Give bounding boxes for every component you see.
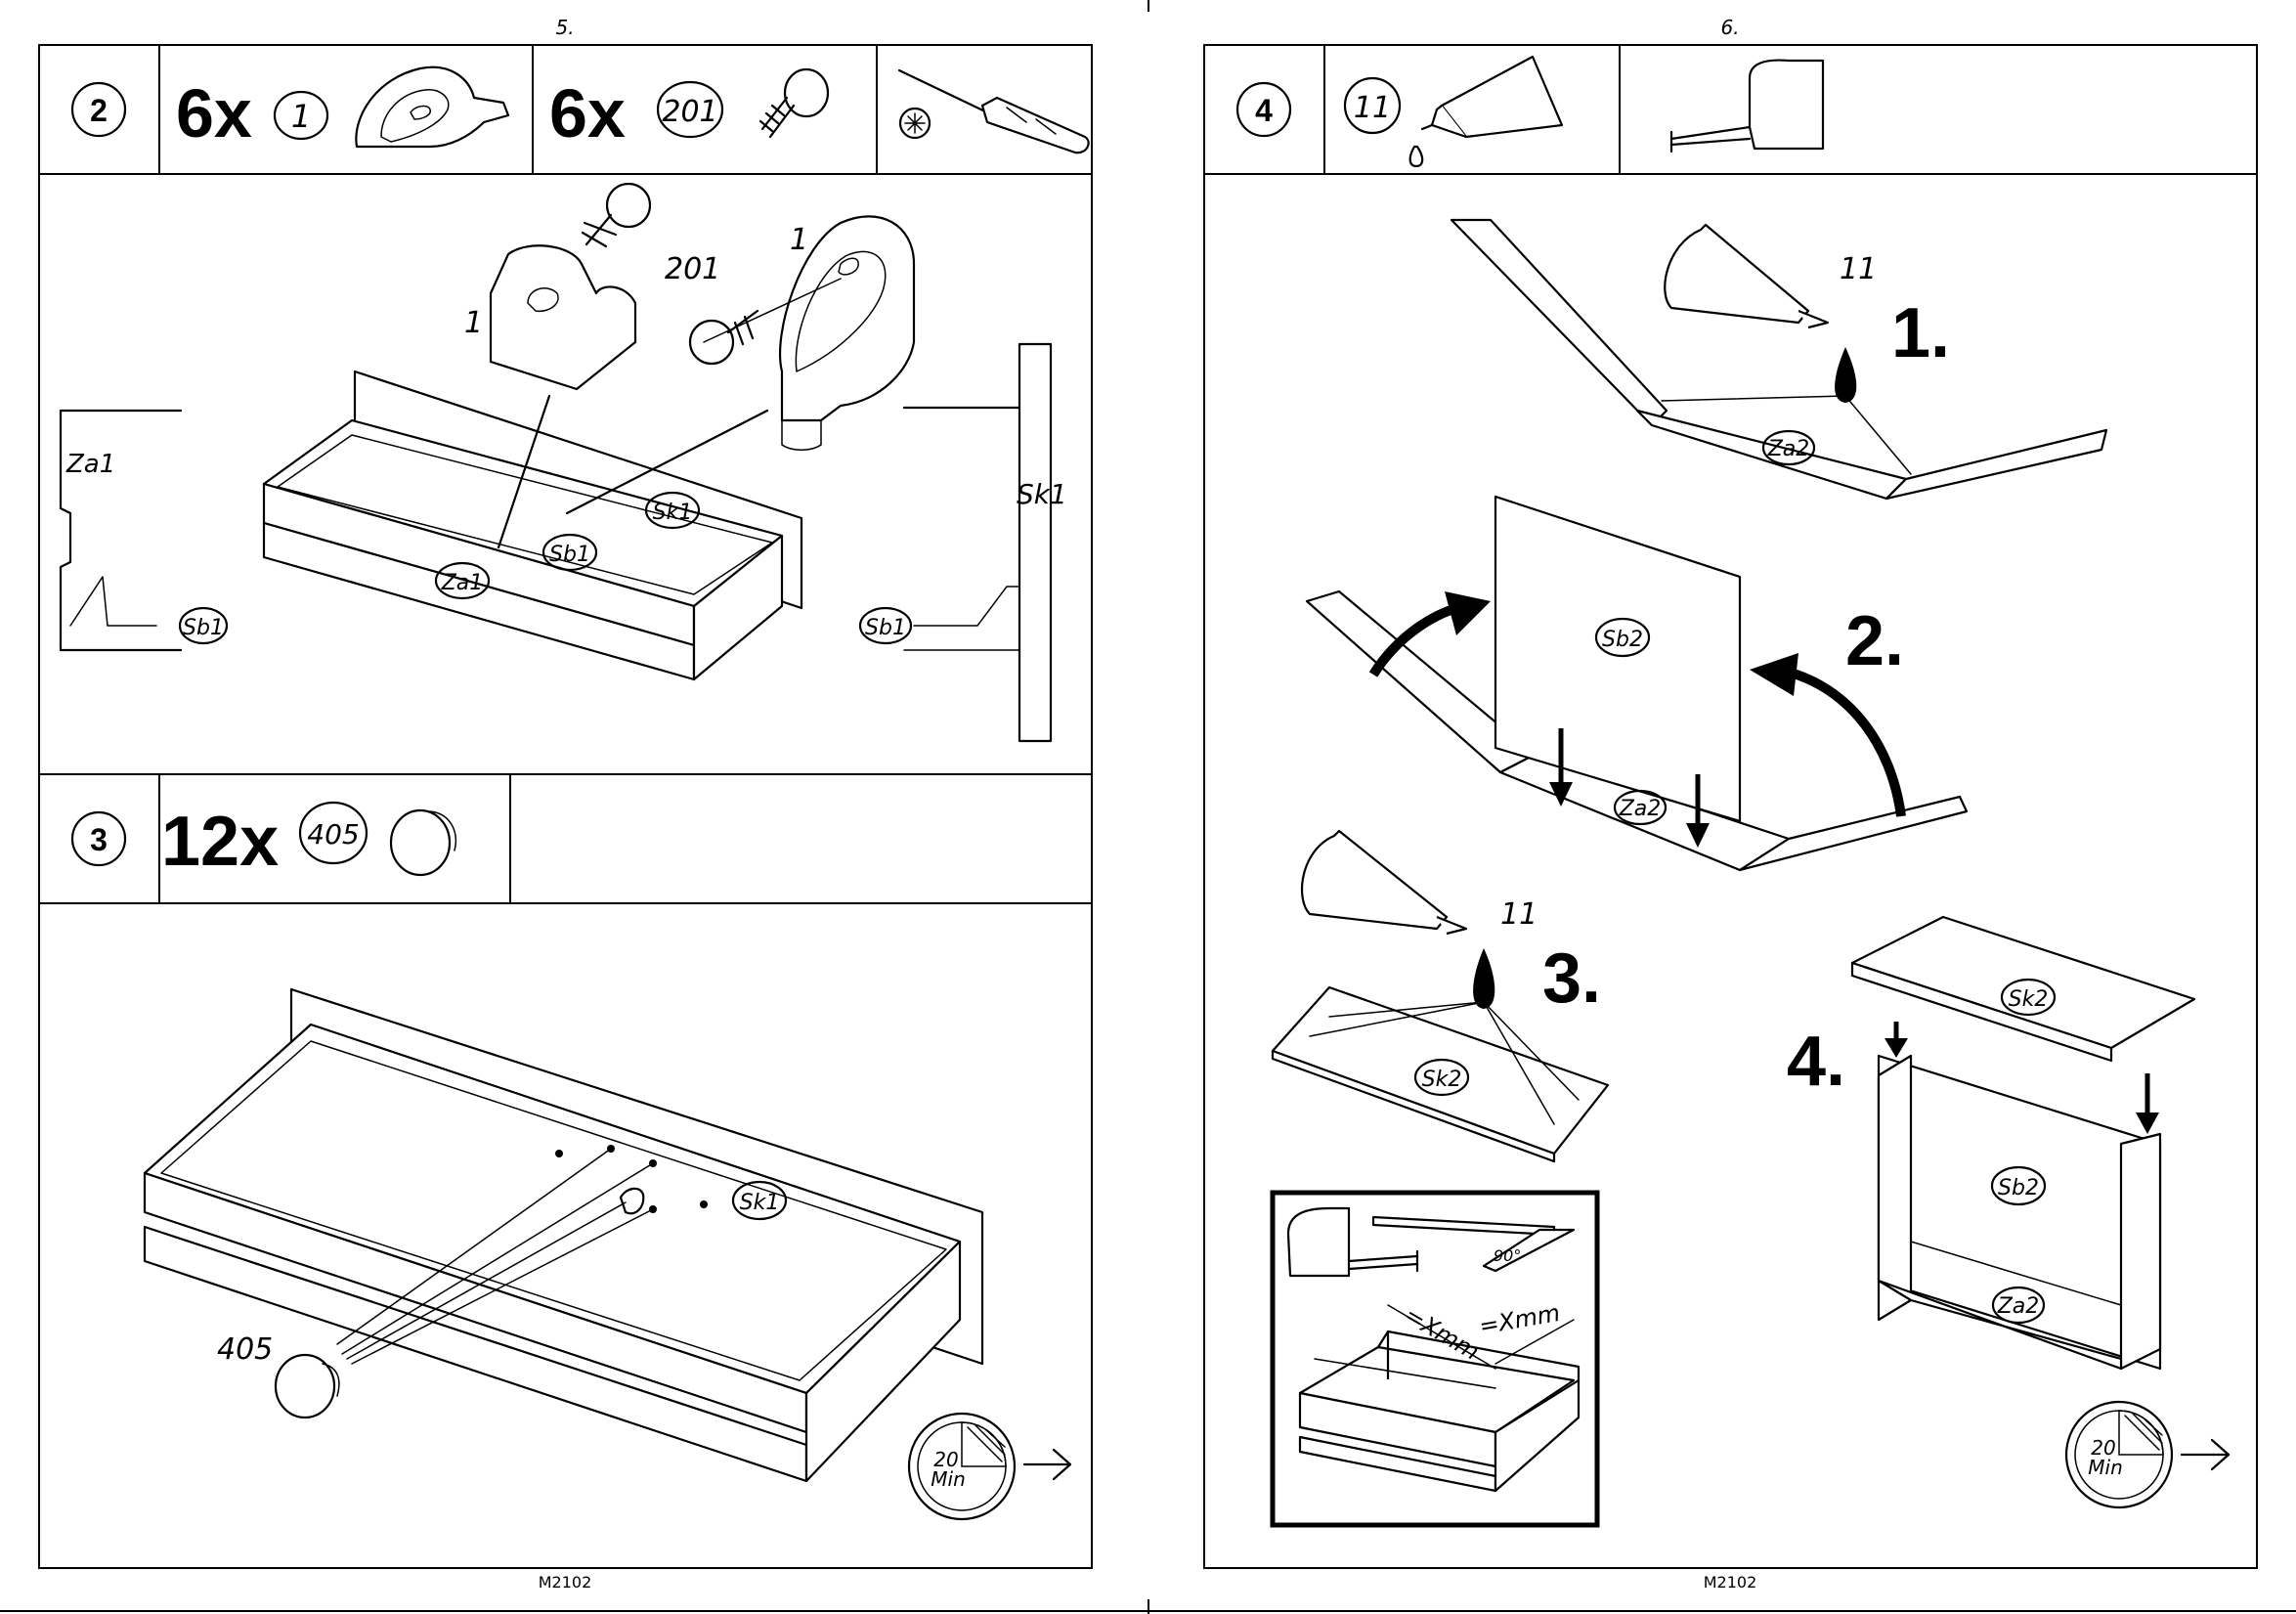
rotate-arrow-right-icon — [1779, 670, 1901, 816]
glue-label-3: 11 — [1500, 897, 1538, 932]
glue-tube-1-icon — [1665, 225, 1828, 327]
substep1-number: 1. — [1891, 294, 1950, 372]
fitting-left-icon — [491, 245, 635, 389]
angle-label: 90° — [1494, 1246, 1521, 1265]
sk2-label-4: Sk2 — [2009, 987, 2049, 1012]
side-panel-left-1 — [1451, 220, 1667, 425]
glue-leader-1b — [1845, 396, 1911, 474]
substep4-number: 4. — [1787, 1023, 1845, 1101]
step3-number: 3 — [90, 822, 108, 857]
rotate-arrow-left-head-icon — [1445, 591, 1491, 635]
step2-number: 2 — [90, 93, 108, 128]
rotate-arrow-right-head-icon — [1750, 653, 1798, 696]
sk2-label-3: Sk2 — [1422, 1068, 1462, 1092]
hole-2 — [555, 1150, 563, 1157]
side-panel-right-4 — [2121, 1134, 2160, 1369]
za2-label-1: Za2 — [1767, 437, 1810, 461]
sb2-label-4: Sb2 — [1998, 1176, 2039, 1200]
substep3-illustration: Sk2 11 3. — [1273, 831, 1608, 1161]
za2-label-4: Za2 — [1997, 1294, 2040, 1319]
sk1-center-label: Sk1 — [653, 501, 693, 525]
za1-center-label: Za1 — [441, 571, 484, 595]
part2-quantity: 6x — [549, 75, 626, 152]
fitting-right-label: 1 — [790, 223, 808, 257]
part1-id: 1 — [291, 98, 311, 135]
sb1-center-label: Sb1 — [549, 543, 590, 567]
left-page-number: 5. — [555, 16, 574, 39]
sk1-side-label: Sk1 — [1017, 478, 1067, 510]
sk1-detail-panel — [1019, 344, 1051, 741]
right-page: 6. 4 11 — [1204, 16, 2257, 1592]
timer-unit: Min — [931, 1467, 966, 1491]
knob-quantity: 12x — [161, 803, 279, 881]
measuring-inset: 90° =Xmm =Xmm — [1273, 1193, 1597, 1525]
right-page-number: 6. — [1720, 16, 1739, 39]
next-page-arrow-right-icon — [2182, 1440, 2229, 1469]
screwdriver-icon — [899, 70, 1089, 153]
screw-icon — [760, 69, 828, 137]
step4-number: 4 — [1255, 93, 1273, 128]
tape-measure-icon — [1671, 61, 1823, 152]
timer-right-icon: 20 Min — [2066, 1402, 2172, 1507]
side-panel-left-4 — [1879, 1056, 1911, 1320]
part2-id: 201 — [662, 95, 717, 129]
shelf-support-fitting-icon — [356, 67, 508, 147]
glue-drop-1-icon — [1835, 347, 1856, 403]
glue-leader-1a — [1662, 396, 1845, 401]
sk1-detail-fitting — [904, 587, 1019, 650]
sb1-right-label: Sb1 — [865, 616, 906, 640]
down-arrow-4b-head-icon — [2136, 1112, 2159, 1134]
left-footer-code: M2102 — [539, 1573, 592, 1592]
knob-illustration-icon — [276, 1355, 339, 1418]
glue-label-1: 11 — [1840, 252, 1877, 286]
substep1-illustration: Za2 11 1. — [1451, 220, 2106, 499]
substep3-number: 3. — [1542, 939, 1601, 1018]
screw-left-icon — [583, 184, 650, 246]
sk1-step3-label: Sk1 — [740, 1191, 780, 1215]
za2-label-2: Za2 — [1619, 797, 1662, 821]
part1-quantity: 6x — [176, 75, 252, 152]
substep2-illustration: Sb2 Za2 2. — [1307, 497, 1967, 870]
glue-drop-3-icon — [1473, 948, 1495, 1009]
down-arrow-4a-head-icon — [1884, 1038, 1908, 1058]
sb2-label-2: Sb2 — [1602, 628, 1643, 652]
timer-right-unit: Min — [2088, 1456, 2123, 1479]
glue-tube-3-icon — [1302, 831, 1466, 934]
timer-icon: 20 Min — [909, 1414, 1015, 1519]
screw-label: 201 — [665, 252, 720, 286]
fitting-left-label: 1 — [464, 306, 483, 340]
knob-label: 405 — [217, 1332, 273, 1367]
step3-header: 3 12x 405 — [72, 803, 455, 881]
za1-detail-fitting — [70, 577, 156, 626]
step3-illustration: 405 Sk1 20 Min — [145, 989, 1070, 1519]
side-panel-right-1 — [1886, 430, 2106, 499]
knob-id: 405 — [307, 818, 359, 851]
substep2-number: 2. — [1845, 602, 1904, 680]
knob-icon — [391, 810, 455, 875]
next-page-arrow-icon — [1024, 1450, 1070, 1479]
sb1-left-label: Sb1 — [183, 616, 224, 640]
screw-right-icon — [690, 311, 758, 364]
step2-illustration: 1 201 1 Sk1 Sb1 Za1 Za1 Sb1 Sk1 Sb1 — [61, 184, 1067, 741]
fitting-visible-icon — [621, 1189, 643, 1213]
substep4-illustration: Sk2 Sb2 Za2 4. 20 Min — [1787, 917, 2229, 1507]
glue-tube-icon — [1410, 57, 1562, 166]
right-footer-code: M2102 — [1704, 1573, 1757, 1592]
hole-4 — [700, 1200, 708, 1208]
za1-side-label: Za1 — [65, 450, 115, 479]
glue-id: 11 — [1354, 91, 1391, 125]
step2-header: 2 6x 1 6x 201 — [72, 67, 1089, 153]
